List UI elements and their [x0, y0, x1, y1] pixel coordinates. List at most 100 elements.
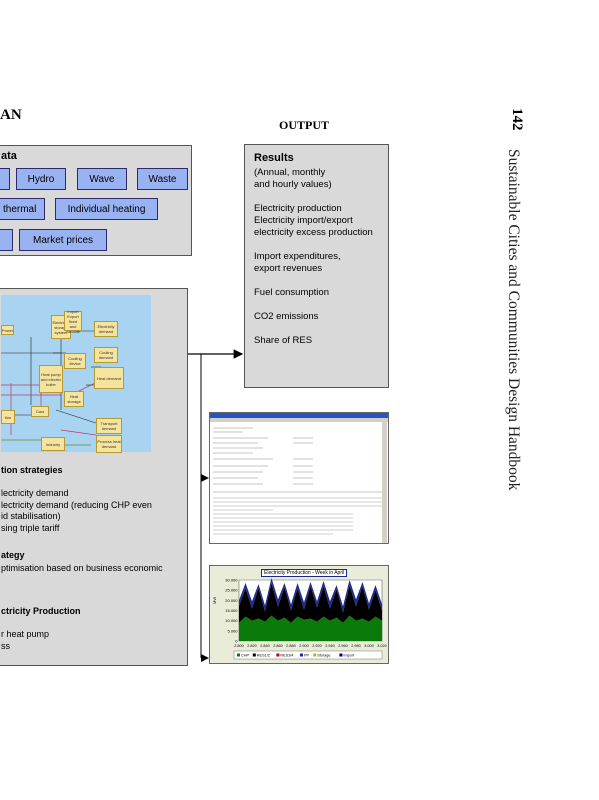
strategy2-line-1: ptimisation based on business economic [1, 563, 163, 573]
diagram-industry: Industry [41, 437, 65, 451]
diagram-heat-demand: Heat demand [94, 367, 124, 389]
legend-label: RES1/2 [257, 654, 270, 658]
electricity-production-chart: Electricity Production - Week in April M… [209, 565, 389, 664]
results-line: Import expenditures, [254, 251, 341, 262]
results-line [254, 239, 373, 251]
strategy3-line-2: ss [1, 641, 10, 651]
results-line: Share of RES [254, 335, 313, 346]
results-line: Electricity production [254, 203, 342, 214]
strategy-line-2: lectricity demand (reducing CHP even [1, 500, 152, 510]
series-area-res1-2 [239, 583, 382, 623]
results-line: and hourly values) [254, 179, 332, 190]
x-tick-label: 2.840 [260, 644, 270, 648]
results-line [254, 191, 373, 203]
results-line: Electricity import/export [254, 215, 353, 226]
diagram-cooling-device: Cooling device [64, 353, 86, 369]
window-text-lines [213, 427, 383, 535]
legend-swatch [300, 653, 303, 657]
strategy3-title: ctricity Production [1, 606, 81, 616]
legend-label: CHP [241, 654, 249, 658]
input-chip-market-prices: Market prices [19, 229, 107, 251]
output-heading: OUTPUT [279, 118, 330, 132]
legend-label: Import [343, 654, 355, 658]
window-toolbar [210, 418, 388, 422]
results-line: CO2 emissions [254, 311, 319, 322]
x-tick-label: 2.880 [286, 644, 296, 648]
results-line: Fuel consumption [254, 287, 329, 298]
legend-label: Storage [317, 654, 330, 658]
legend-box [233, 650, 383, 660]
y-tick-label: 25.000 [225, 588, 238, 593]
x-tick-label: 3.020 [377, 644, 387, 648]
strategy-line-1: lectricity demand [1, 488, 69, 498]
results-line: (Annual, monthly [254, 167, 326, 178]
y-tick-label: 5.000 [227, 628, 238, 633]
y-tick-label: 20.000 [225, 598, 238, 603]
legend-label: PP [304, 654, 310, 658]
diagram-transport-demand: Transport demand [96, 418, 122, 434]
energy-system-diagram: Power Electricity storage system Import … [1, 295, 151, 453]
legend-swatch [339, 653, 343, 657]
x-tick-label: 2.800 [234, 644, 244, 648]
input-chip-wave: Wave [77, 168, 127, 190]
y-tick-label: 15.000 [225, 608, 238, 613]
diagram-power-box: Power [1, 325, 14, 335]
x-tick-label: 2.900 [299, 644, 309, 648]
chart-plot: 0 5.000 10.000 15.000 20.000 25.000 30.000 2.80… [225, 577, 387, 660]
diagram-electricity-demand: Electricity demand [94, 321, 118, 337]
strategy2-title: ategy [1, 550, 25, 560]
input-chip-left-stub [0, 168, 10, 190]
input-chip-left-stub-2 [0, 229, 13, 251]
connector-arrows [188, 349, 244, 662]
strategies-title: tion strategies [1, 465, 63, 475]
results-title: Results [254, 152, 294, 164]
x-tick-label: 2.920 [312, 644, 322, 648]
y-tick-label: 0 [235, 639, 238, 644]
x-tick-label: 2.980 [351, 644, 361, 648]
diagram-heat-storage: Heat storage [64, 391, 84, 407]
legend-swatch [276, 653, 280, 657]
input-chip-hydro: Hydro [16, 168, 66, 190]
strategy-line-3: id stabilisation) [1, 511, 61, 521]
results-list: (Annual, monthly and hourly values) Elec… [254, 167, 373, 347]
legend-label: RES3/4 [280, 654, 293, 658]
results-line: export revenues [254, 263, 323, 274]
input-chip-waste: Waste [137, 168, 188, 190]
diagram-left-box: tion [1, 410, 15, 424]
series-area-pp [239, 577, 382, 613]
input-data-title: ata [1, 150, 17, 162]
strategy-line-4: sing triple tariff [1, 523, 60, 533]
diagram-cooling-demand: Cooling demand [94, 347, 118, 363]
x-tick-label: 2.820 [247, 644, 257, 648]
window-titlebar [210, 413, 388, 418]
page-number: 142 [509, 108, 525, 131]
input-chip-individual-heating: Individual heating [55, 198, 158, 220]
diagram-process-heat-demand: Process heat demand [96, 435, 122, 453]
chart-title: Electricity Production - Week in April [261, 569, 348, 577]
input-data-panel: ata Hydro Wave Waste thermal Individual … [0, 145, 192, 256]
software-window-screenshot [209, 412, 389, 544]
running-title: Sustainable Cities and Communities Desig… [505, 149, 522, 491]
results-line [254, 323, 373, 335]
legend-swatch [313, 653, 317, 657]
x-tick-label: 2.960 [338, 644, 348, 648]
results-line [254, 275, 373, 287]
results-panel: Results (Annual, monthly and hourly valu… [244, 144, 389, 388]
x-tick-label: 3.000 [364, 644, 374, 648]
legend-swatch [252, 653, 256, 657]
x-tick-label: 2.860 [273, 644, 283, 648]
input-chip-thermal: thermal [0, 198, 45, 220]
series-area-chp [239, 615, 382, 641]
diagram-import-export: Import Export fixed and variable [64, 308, 82, 334]
results-line: electricity excess production [254, 227, 373, 238]
y-tick-label: 10.000 [225, 618, 238, 623]
strategy3-line-1: r heat pump [1, 629, 50, 639]
y-tick-label: 30.000 [225, 578, 238, 583]
diagram-heat-pump: Heat pump and electric boiler [39, 365, 63, 393]
window-scrollbar [382, 422, 387, 543]
x-tick-label: 2.940 [325, 644, 335, 648]
model-panel: Power Electricity storage system Import … [0, 288, 188, 666]
legend-swatch [237, 653, 240, 657]
results-line [254, 299, 373, 311]
plan-heading: AN [0, 107, 22, 123]
